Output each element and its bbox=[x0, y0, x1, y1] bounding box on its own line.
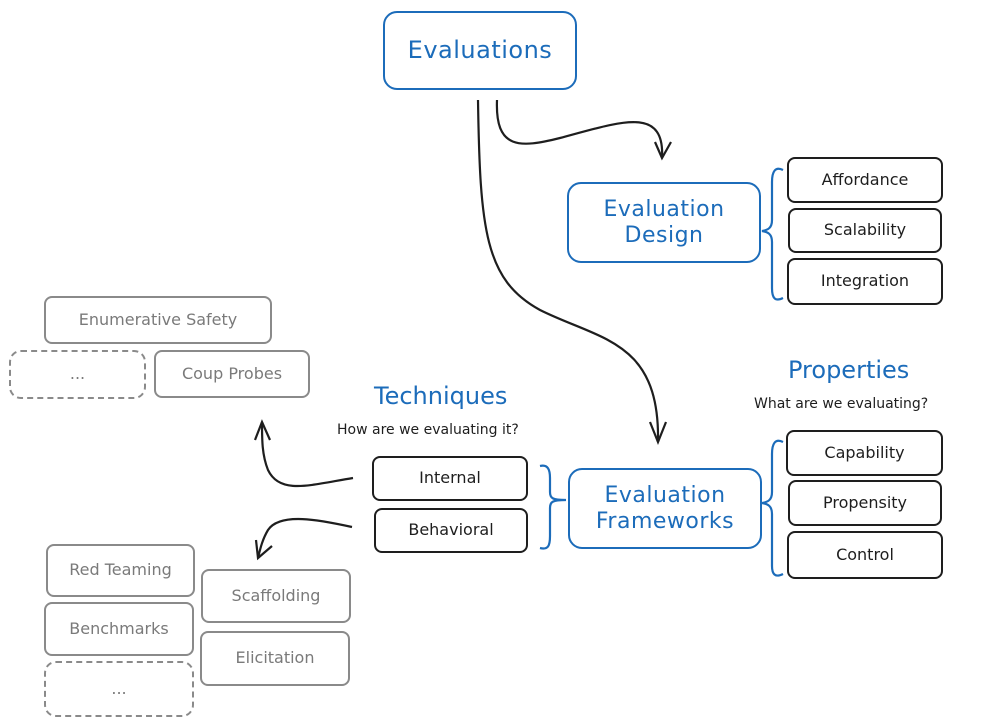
internal-label: Internal bbox=[419, 468, 481, 488]
scaffolding-node[interactable]: Scaffolding bbox=[201, 569, 351, 623]
techniques-heading: Techniques bbox=[374, 382, 508, 410]
integration-node[interactable]: Integration bbox=[787, 258, 943, 305]
benchmarks-node[interactable]: Benchmarks bbox=[44, 602, 194, 656]
internal-node[interactable]: Internal bbox=[372, 456, 528, 501]
behavioral-more-label: ... bbox=[111, 678, 127, 698]
red-teaming-label: Red Teaming bbox=[69, 560, 172, 580]
propensity-label: Propensity bbox=[822, 492, 908, 512]
enumerative-safety-node[interactable]: Enumerative Safety bbox=[44, 296, 272, 344]
design-label-line2: Design bbox=[624, 222, 704, 248]
affordance-label: Affordance bbox=[821, 169, 909, 189]
frameworks-label-line1: Evaluation bbox=[604, 483, 726, 509]
evaluation-design-node[interactable]: Evaluation Design bbox=[567, 182, 761, 263]
benchmarks-label: Benchmarks bbox=[69, 618, 169, 638]
arrowhead-internal bbox=[253, 419, 272, 441]
internal-more-node[interactable]: ... bbox=[9, 350, 146, 399]
arrowhead-behavioral bbox=[254, 539, 273, 561]
brace-design bbox=[761, 167, 784, 301]
control-label: Control bbox=[836, 544, 894, 564]
brace-techniques bbox=[539, 464, 567, 550]
arrowhead-design bbox=[653, 141, 672, 161]
scalability-node[interactable]: Scalability bbox=[788, 208, 942, 253]
enumerative-safety-label: Enumerative Safety bbox=[78, 309, 238, 329]
coup-probes-label: Coup Probes bbox=[181, 363, 283, 383]
evaluations-node[interactable]: Evaluations bbox=[383, 11, 577, 90]
evaluation-frameworks-node[interactable]: Evaluation Frameworks bbox=[568, 468, 762, 549]
coup-probes-node[interactable]: Coup Probes bbox=[154, 350, 310, 398]
elicitation-label: Elicitation bbox=[235, 648, 315, 668]
evaluations-label: Evaluations bbox=[407, 35, 553, 64]
arrow-root-to-design bbox=[495, 99, 664, 159]
elicitation-node[interactable]: Elicitation bbox=[200, 631, 350, 686]
arrowhead-frameworks bbox=[648, 421, 668, 445]
arrow-behavioral-to-examples bbox=[256, 518, 353, 559]
capability-node[interactable]: Capability bbox=[786, 430, 943, 476]
brace-properties bbox=[761, 439, 784, 577]
behavioral-label: Behavioral bbox=[408, 520, 494, 540]
internal-more-label: ... bbox=[69, 364, 86, 384]
behavioral-node[interactable]: Behavioral bbox=[374, 508, 528, 553]
control-node[interactable]: Control bbox=[787, 531, 943, 579]
scaffolding-label: Scaffolding bbox=[231, 585, 321, 605]
red-teaming-node[interactable]: Red Teaming bbox=[46, 544, 195, 597]
properties-heading: Properties bbox=[788, 356, 910, 384]
integration-label: Integration bbox=[820, 271, 910, 291]
behavioral-more-node[interactable]: ... bbox=[44, 661, 194, 717]
affordance-node[interactable]: Affordance bbox=[787, 157, 943, 203]
scalability-label: Scalability bbox=[823, 220, 907, 240]
properties-question: What are we evaluating? bbox=[754, 396, 929, 412]
frameworks-label-line2: Frameworks bbox=[595, 508, 735, 534]
propensity-node[interactable]: Propensity bbox=[788, 480, 942, 526]
techniques-question: How are we evaluating it? bbox=[337, 422, 519, 438]
capability-label: Capability bbox=[824, 442, 905, 462]
design-label-line1: Evaluation bbox=[603, 197, 725, 223]
